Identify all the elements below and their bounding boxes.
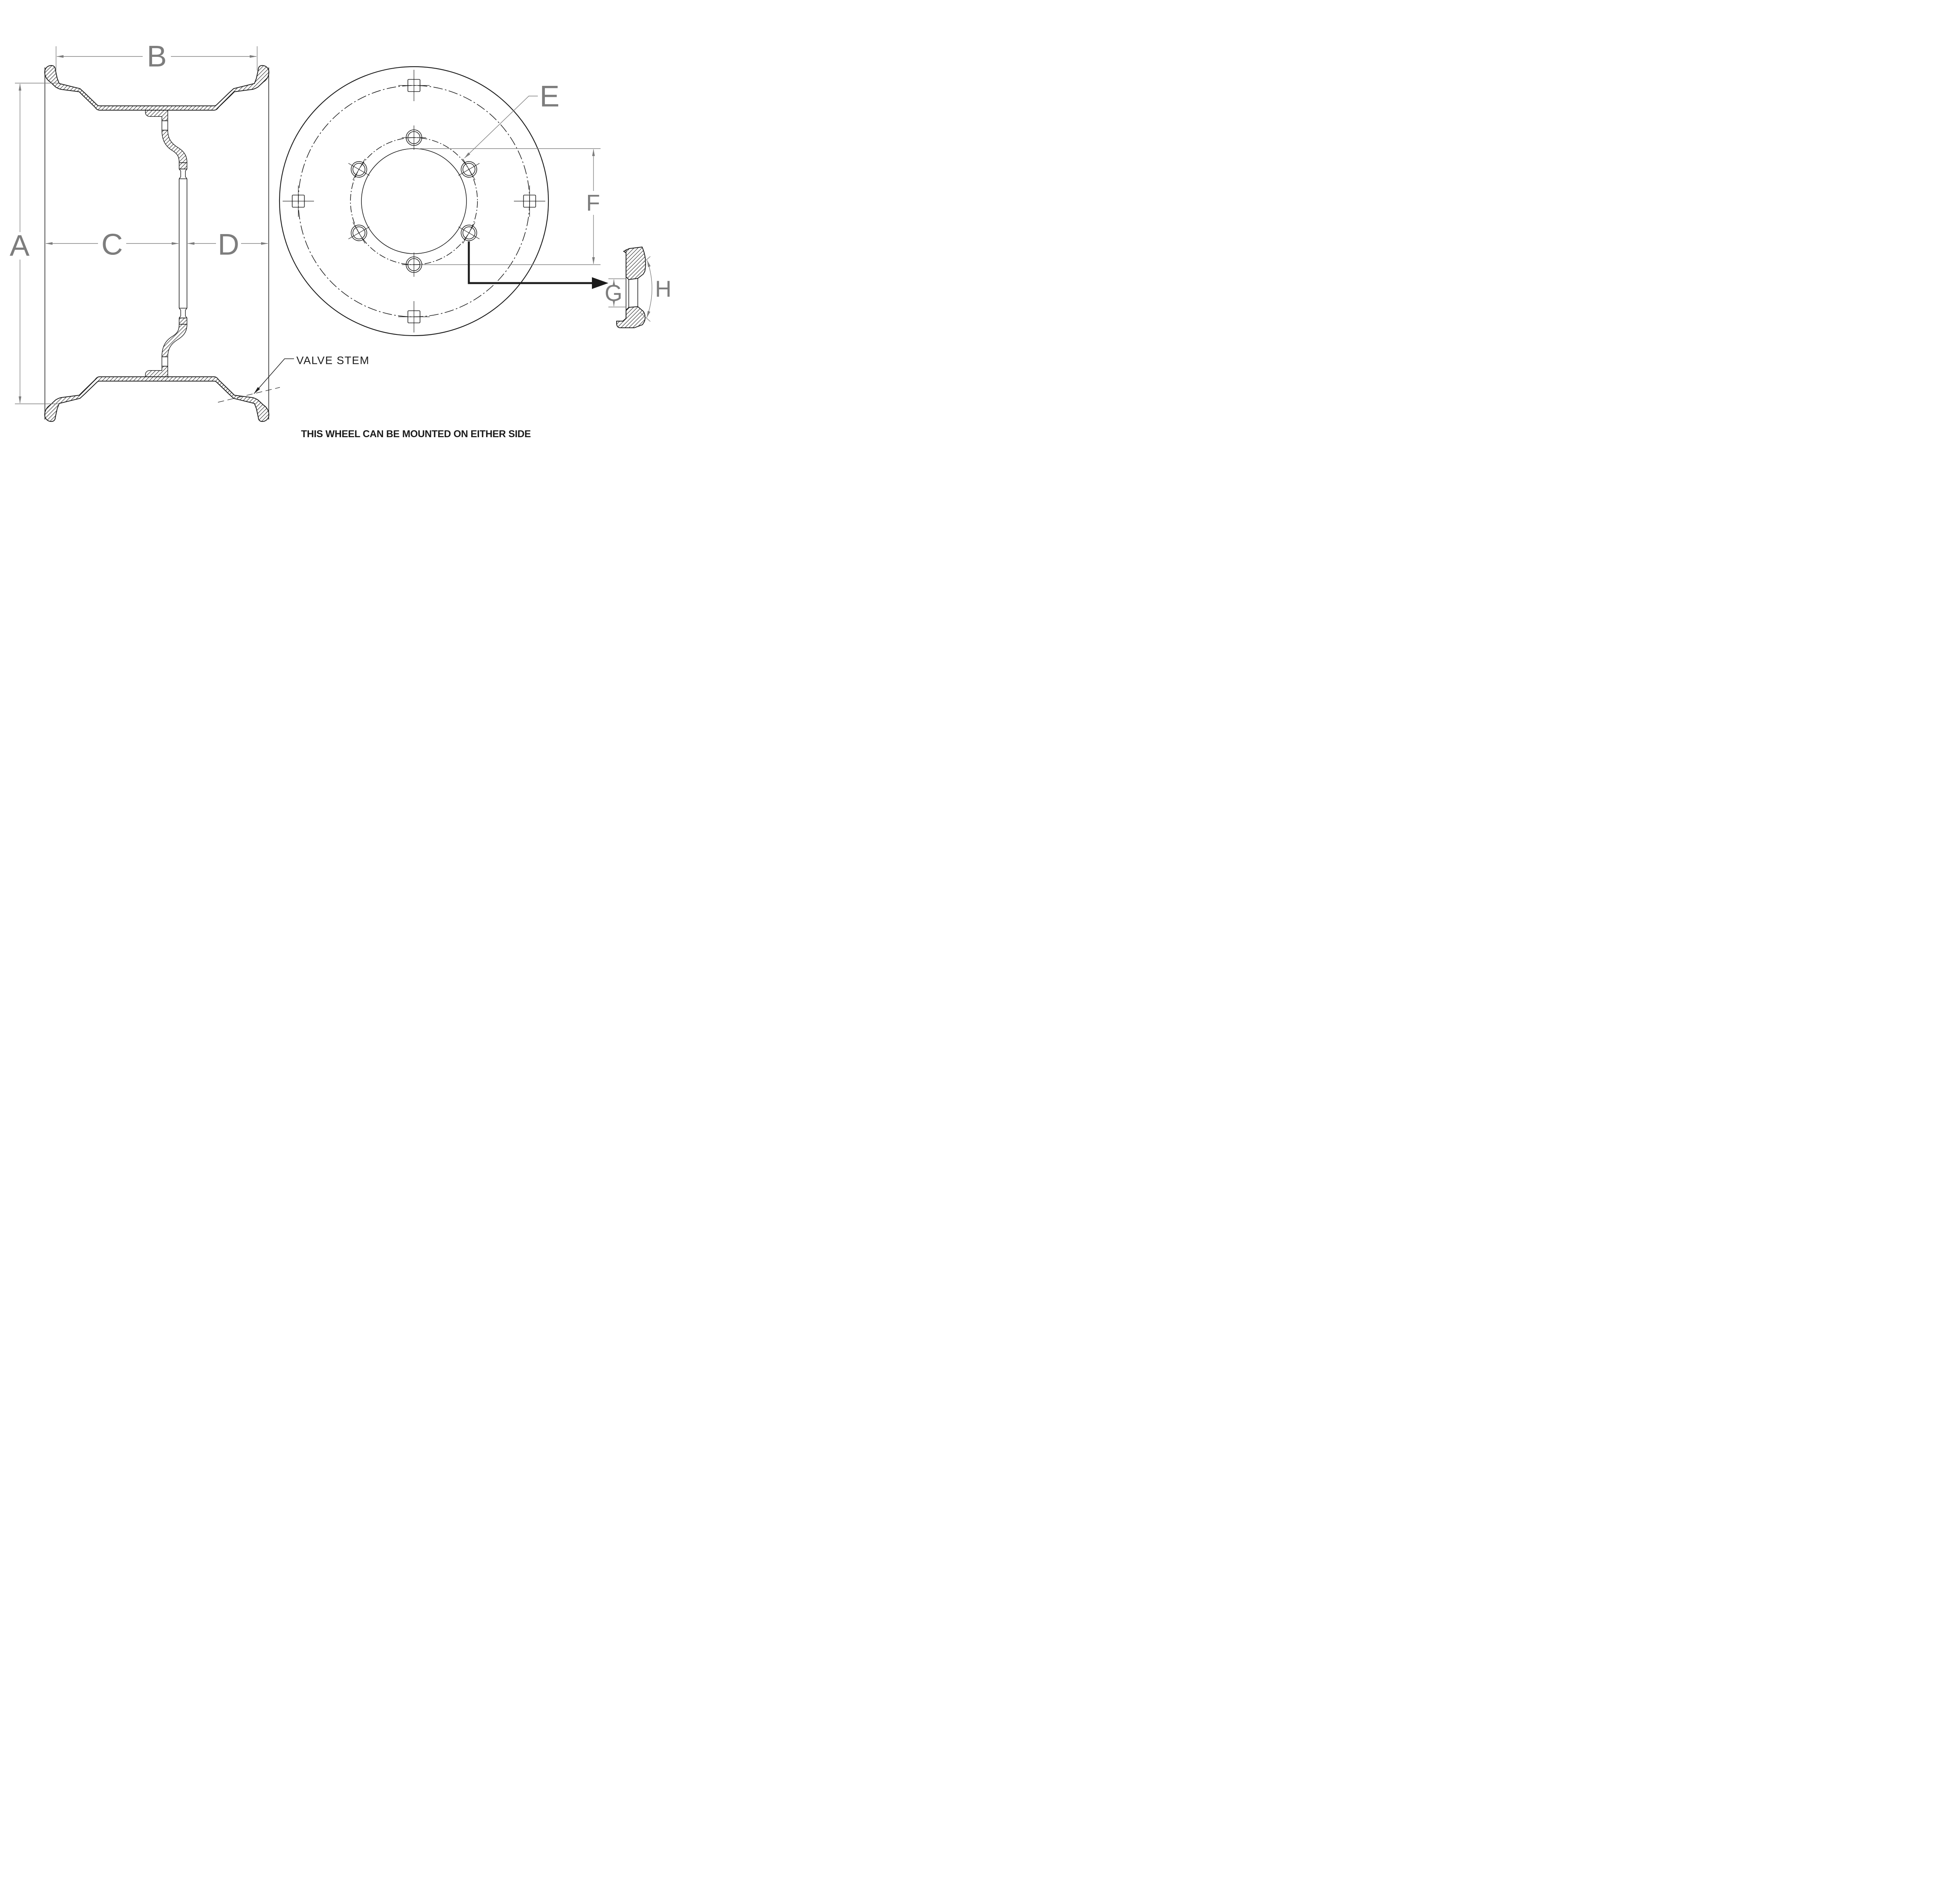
rim-section-bottom-band <box>44 376 269 422</box>
bolt-hole-2 <box>458 158 480 180</box>
bolt-pitch-circle <box>350 137 478 265</box>
bolt-holes <box>348 125 480 277</box>
detail-callout-arrow-icon <box>592 277 608 289</box>
cross-section-view: A B C D VALVE STEM <box>10 40 370 422</box>
dim-label-c: C <box>102 228 123 262</box>
dim-label-d: D <box>218 228 240 262</box>
detail-callout-line <box>468 242 593 284</box>
dim-label-f: F <box>586 191 600 216</box>
hand-hole-right <box>514 185 545 217</box>
dim-label-e: E <box>540 80 560 113</box>
hand-hole-left <box>283 185 314 217</box>
valve-stem-centerline <box>218 387 280 403</box>
dim-label-h: H <box>655 276 671 302</box>
dim-h-tick-bottom <box>640 312 651 322</box>
valve-stem-label: VALVE STEM <box>296 354 370 367</box>
bolt-hole-10 <box>348 158 370 180</box>
dim-label-b: B <box>147 40 167 73</box>
bolt-hole-detail-view: G H <box>604 246 671 328</box>
hand-hole-bottom <box>398 301 430 332</box>
dim-f: F <box>420 148 601 265</box>
dim-e: E <box>464 80 560 158</box>
detail-callout <box>468 242 608 289</box>
engineering-drawing-sheet: A B C D VALVE STEM <box>0 0 676 470</box>
valve-stem-leader <box>254 358 294 394</box>
dim-label-a: A <box>10 229 30 263</box>
front-view: E F <box>279 66 608 336</box>
dim-b: B <box>56 40 258 73</box>
detail-upper-section <box>623 246 646 280</box>
dim-h: H <box>640 256 671 322</box>
dim-a: A <box>10 83 59 404</box>
rim-outer-circle <box>279 66 549 336</box>
detail-lower-section <box>616 306 646 328</box>
dim-d: D <box>187 228 268 262</box>
dim-h-arc <box>646 260 652 318</box>
dim-c: C <box>45 228 179 262</box>
dim-g: G <box>604 278 626 307</box>
bolt-hole-12 <box>402 125 426 150</box>
footer-note: THIS WHEEL CAN BE MOUNTED ON EITHER SIDE <box>301 429 531 440</box>
dim-h-tick-top <box>640 256 651 265</box>
valve-stem-callout: VALVE STEM <box>218 354 370 403</box>
dim-e-leader <box>464 96 538 158</box>
bolt-hole-4 <box>458 222 480 244</box>
wheel-disc-section <box>145 110 187 377</box>
wheel-drawing-svg: A B C D VALVE STEM <box>10 40 671 440</box>
hand-holes <box>283 70 545 332</box>
bolt-hole-8 <box>348 222 370 244</box>
hand-hole-top <box>398 70 430 101</box>
center-bore-circle <box>361 148 467 254</box>
dim-label-g: G <box>604 281 622 306</box>
